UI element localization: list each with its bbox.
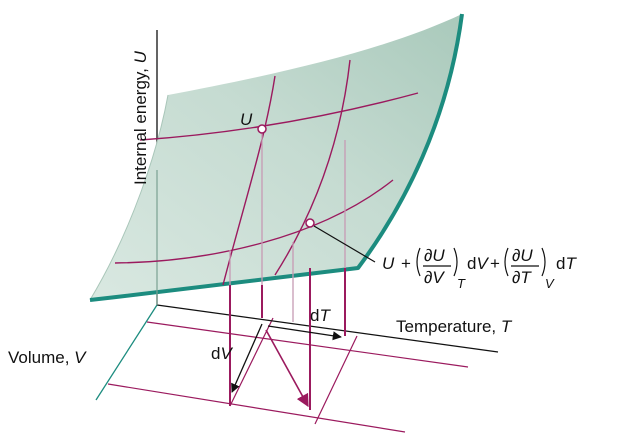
dT-label: dT [310,306,331,325]
formula-partial-num-1: ∂U [424,246,445,265]
formula-bracket-left-2 [505,248,508,276]
dV-label-var: V [220,344,233,363]
formula-partial-den-V: ∂V [424,268,445,287]
formula-dT: dT [556,254,577,273]
formula-bracket-left [417,248,420,276]
point-U-label: U [240,110,253,129]
formula-bracket-right-2 [542,248,545,276]
formula-partial-den-T: ∂T [512,268,532,287]
formula-partial-num-2: ∂U [512,246,533,265]
dV-label: dV [211,344,233,363]
point-U [258,125,266,133]
total-differential-formula: U + ∂U ∂V T dV + ∂U ∂T V dT [382,246,577,291]
base-grid-line [315,336,357,424]
formula-U: U [382,254,395,273]
formula-plus-1: + [401,254,411,273]
volume-axis [96,305,157,400]
formula-bracket-right [454,248,457,276]
temperature-axis-label: Temperature, T [396,317,513,336]
point-U-plus-dU [306,219,314,227]
z-axis-label: Internal energy, U [131,50,150,185]
formula-dV-var: V [476,254,489,273]
volume-axis-label: Volume, V [8,348,87,367]
z-axis-label-var: U [131,50,150,63]
base-grid-line [108,384,405,432]
temperature-axis-label-var: T [501,317,513,336]
formula-dT-var: T [565,254,577,273]
formula-subscript-V: V [545,276,555,291]
formula-plus-2: + [490,254,500,273]
dT-arrow [268,326,341,337]
formula-subscript-T: T [457,276,466,291]
formula-dV: dV [467,254,489,273]
dT-label-var: T [319,306,331,325]
volume-axis-label-var: V [74,348,87,367]
